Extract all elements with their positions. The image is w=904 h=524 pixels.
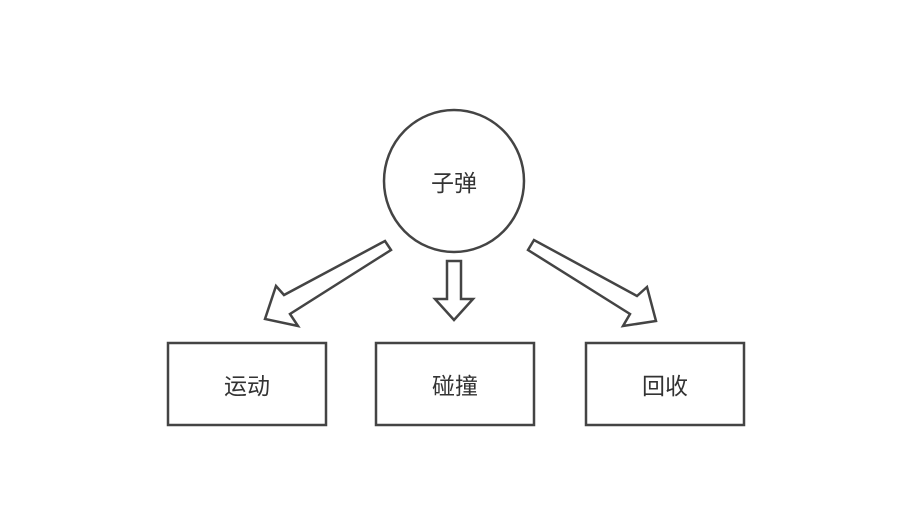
child-node-recycle-box [584,341,746,427]
child-node-motion-box [166,341,328,427]
arrow-to-motion [263,239,393,328]
child-node-collision-box [374,341,536,427]
child-node-motion-label: 运动 [224,374,270,400]
arrow-to-collision [432,259,476,322]
child-node-recycle-label: 回收 [642,374,688,400]
child-node-collision-label: 碰撞 [432,374,478,400]
root-node-circle [382,108,526,254]
root-node-label: 子弹 [431,171,477,197]
arrow-to-recycle [526,238,658,328]
